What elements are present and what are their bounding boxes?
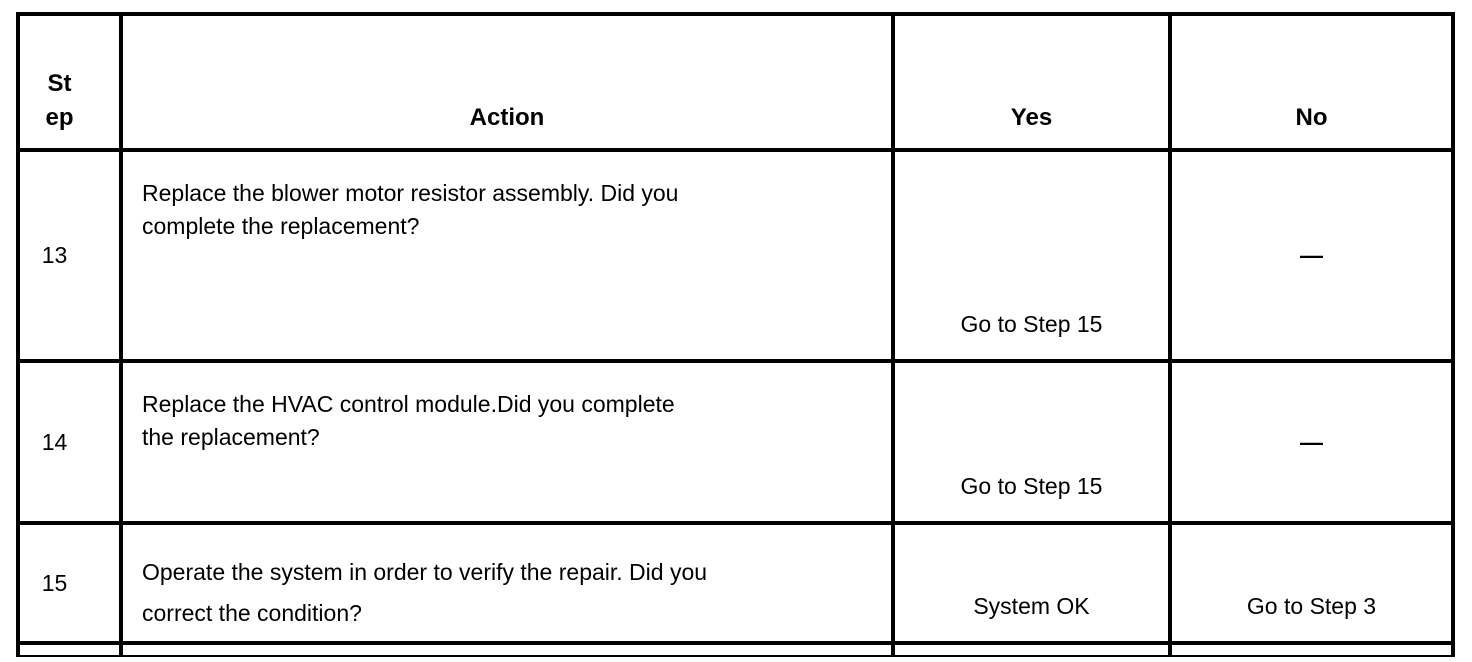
cropped-next-row-cell bbox=[123, 645, 895, 655]
yes-result-cell: System OK bbox=[895, 525, 1172, 645]
header-cell-no: No bbox=[1172, 16, 1451, 152]
yes-result-cell: Go to Step 15 bbox=[895, 363, 1172, 525]
header-cell-step: St ep bbox=[20, 16, 123, 152]
no-result-cell: — bbox=[1172, 152, 1451, 363]
step-number-cell: 13 bbox=[20, 152, 123, 363]
cropped-next-row-cell bbox=[20, 645, 123, 655]
header-cell-yes: Yes bbox=[895, 16, 1172, 152]
step-number-cell: 14 bbox=[20, 363, 123, 525]
no-result-cell: — bbox=[1172, 363, 1451, 525]
cropped-next-row-cell bbox=[1172, 645, 1451, 655]
action-cell: Replace the HVAC control module.Did you … bbox=[123, 363, 895, 525]
action-cell: Operate the system in order to verify th… bbox=[123, 525, 895, 645]
action-cell: Replace the blower motor resistor assemb… bbox=[123, 152, 895, 363]
header-cell-action: Action bbox=[123, 16, 895, 152]
cropped-next-row-cell bbox=[895, 645, 1172, 655]
diagnostic-table: St ep Action Yes No 13 Replace the blowe… bbox=[16, 12, 1455, 657]
no-result-cell: Go to Step 3 bbox=[1172, 525, 1451, 645]
yes-result-cell: Go to Step 15 bbox=[895, 152, 1172, 363]
step-number-cell: 15 bbox=[20, 525, 123, 645]
